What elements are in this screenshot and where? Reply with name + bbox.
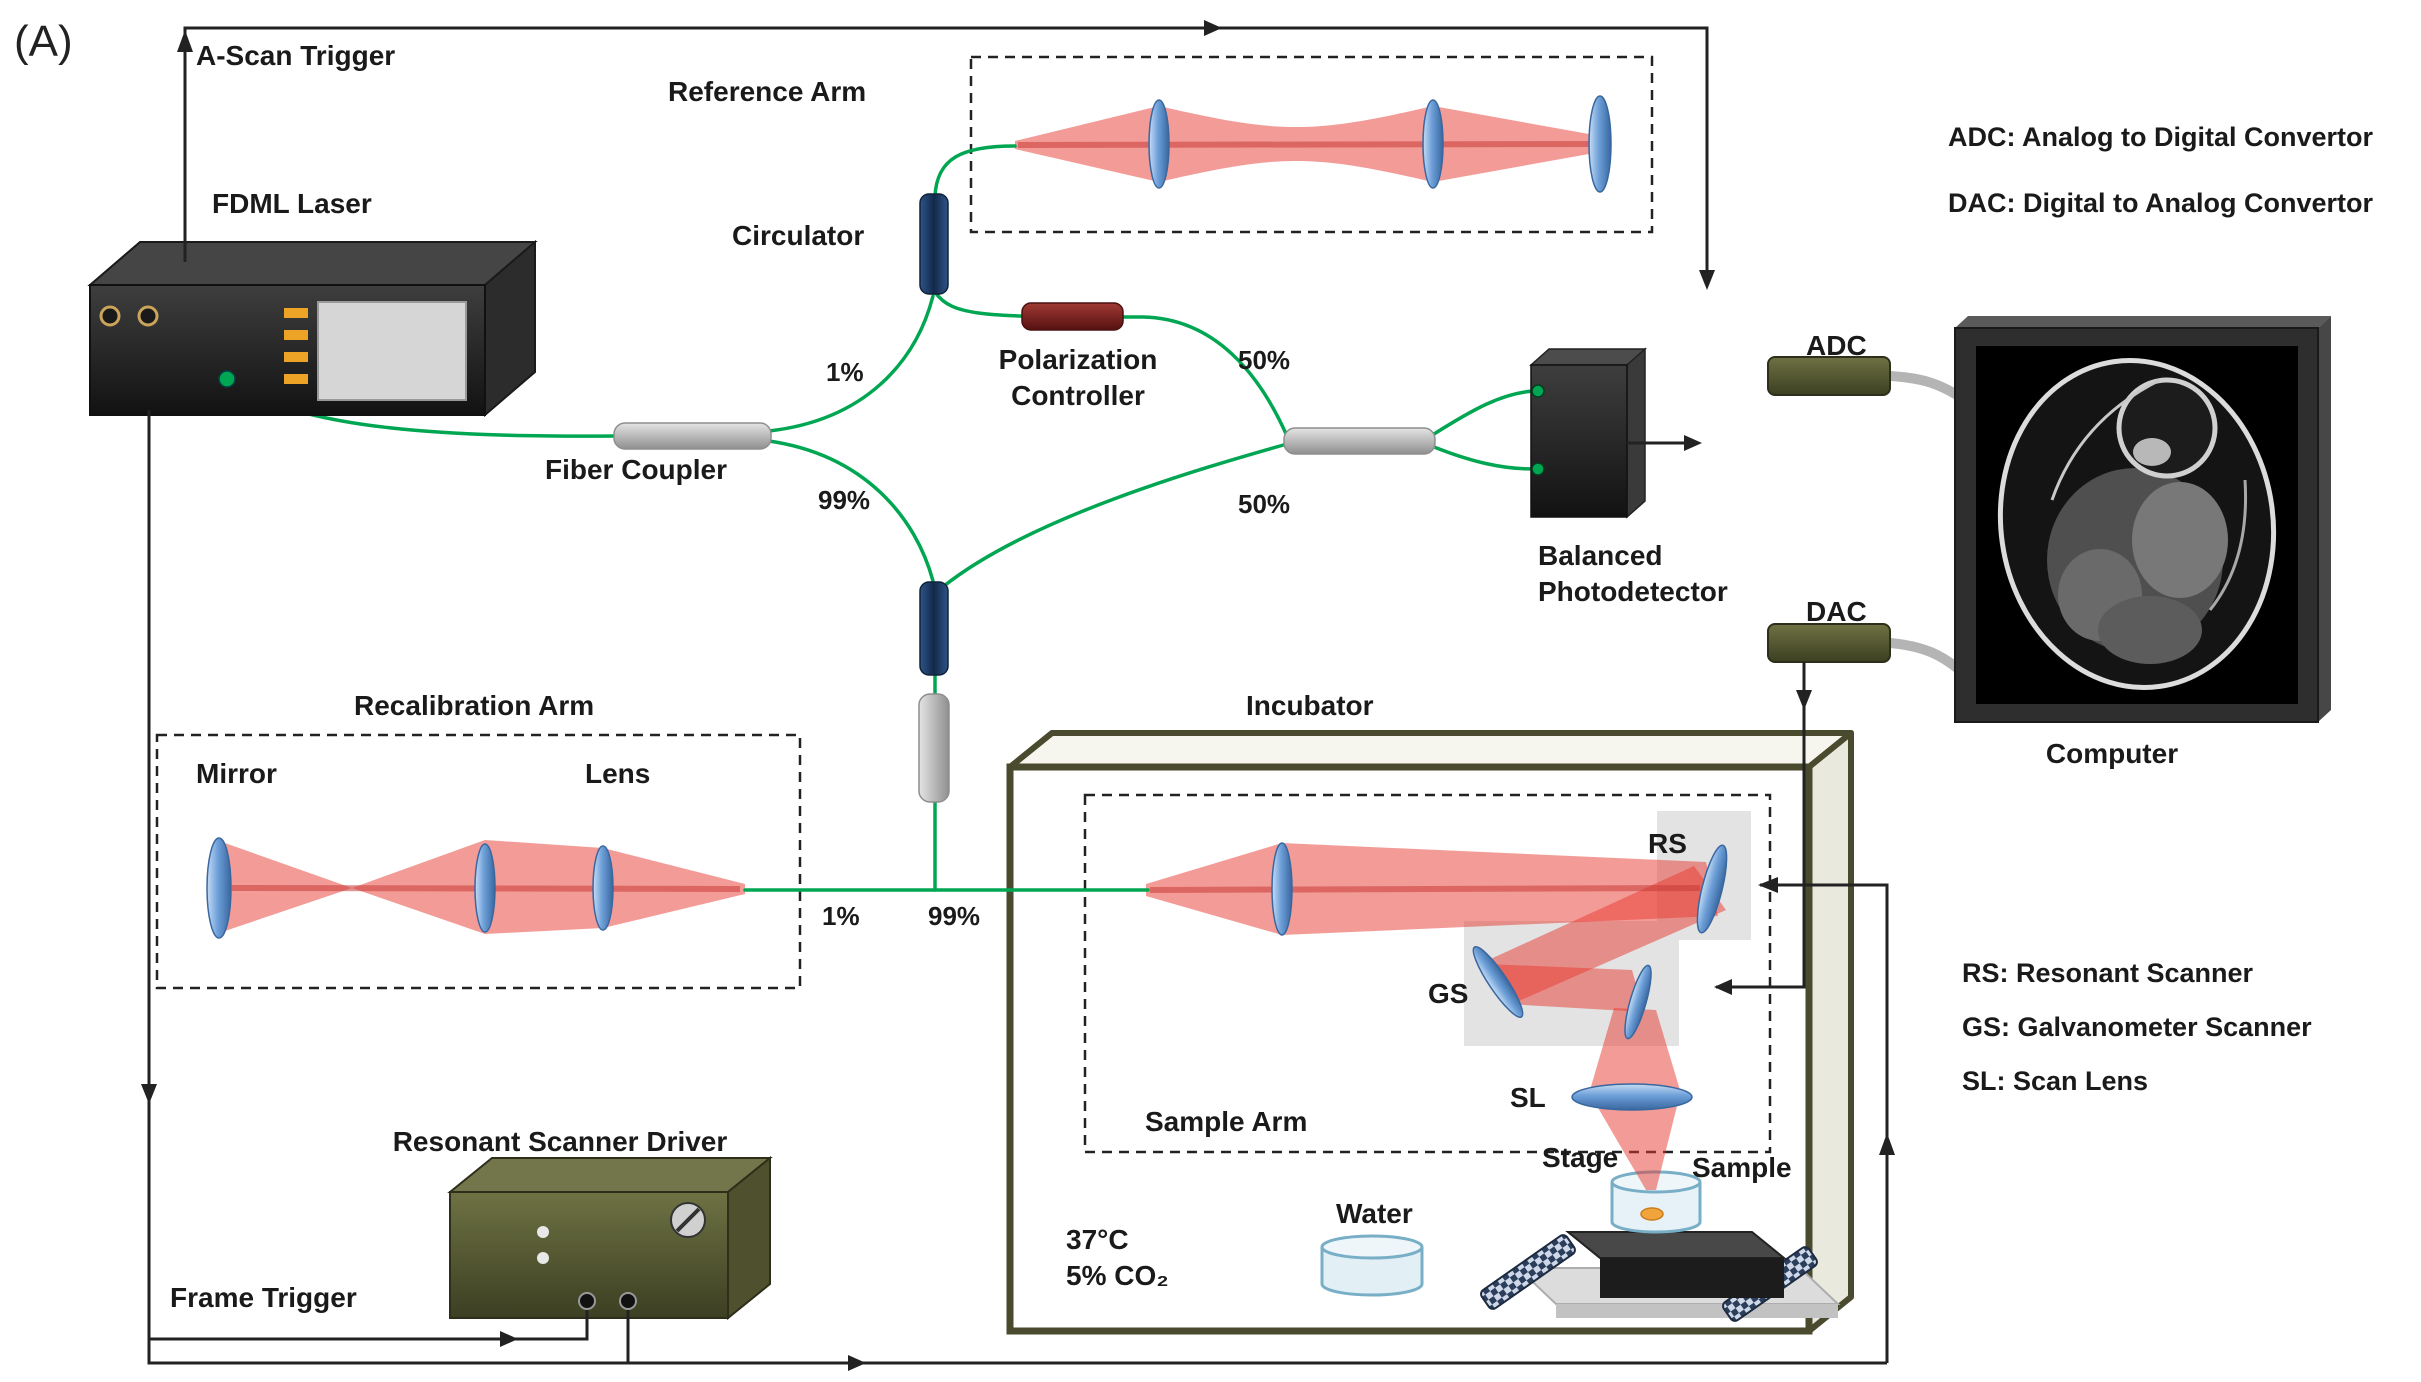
rs-definition: RS: Resonant Scanner (1962, 958, 2254, 988)
polarization-controller-label: Polarization Controller (998, 344, 1158, 411)
recal-coupler-component (918, 693, 950, 803)
optics (206, 95, 1728, 1111)
recal-1pct-label: 1% (822, 901, 860, 931)
resonant-scanner-driver-box (447, 1155, 773, 1321)
balanced-photodetector-label: Balanced Photodetector (1538, 540, 1728, 607)
computer-label: Computer (2045, 738, 2179, 769)
a-scan-trigger-label: A-Scan Trigger (196, 40, 396, 71)
sample-arm-label: Sample Arm (1145, 1106, 1308, 1137)
laser-knob-2 (137, 305, 159, 327)
recalibration-arm-box (155, 733, 802, 990)
frame-trigger-label: Frame Trigger (170, 1282, 357, 1313)
balanced-photodetector (1529, 347, 1647, 519)
stage-label: Stage (1542, 1142, 1619, 1173)
circulator-label: Circulator (732, 220, 865, 251)
fdml-laser-box (87, 239, 538, 418)
resonant-scanner-mirror (1696, 844, 1728, 934)
recal-lens-1 (474, 843, 496, 933)
coupler-50-50-component (1283, 427, 1436, 455)
micrometer-knob-left (1480, 1234, 1576, 1310)
circulator-component (919, 193, 949, 295)
laser-knob-1 (99, 305, 121, 327)
reference-arm-box (969, 55, 1654, 234)
circulator-2-component (919, 581, 949, 676)
rs-sync-line (1760, 883, 1889, 1363)
driver-port-2 (619, 1292, 637, 1310)
fold-mirror (1624, 964, 1652, 1040)
dac-control-line (1716, 662, 1806, 989)
gs-label: GS (1428, 978, 1469, 1009)
recal-mirror (206, 837, 232, 939)
sample-dish (1610, 1170, 1702, 1234)
lens-label: Lens (585, 758, 651, 789)
oct-embryo-image (1997, 357, 2277, 691)
laser-fiber-port (218, 370, 236, 388)
galvo-scanner-mirror (1472, 946, 1524, 1018)
sample-label: Sample (1692, 1152, 1792, 1183)
split-99pct-label: 99% (818, 485, 871, 515)
fdml-laser-label: FDML Laser (212, 188, 372, 219)
rs-label: RS (1648, 828, 1687, 859)
sl-definition: SL: Scan Lens (1962, 1066, 2149, 1096)
fiber-coupler-component (613, 422, 772, 450)
recal-lens-2 (592, 845, 614, 931)
dac-definition: DAC: Digital to Analog Convertor (1948, 188, 2373, 218)
split-50pct-bottom-label: 50% (1238, 489, 1291, 519)
sample-collimating-lens (1271, 842, 1293, 936)
water-dish (1320, 1234, 1424, 1297)
sl-label: SL (1510, 1082, 1546, 1113)
reference-mirror (1588, 95, 1612, 193)
computer-monitor (1954, 316, 2331, 723)
driver-led-1 (537, 1226, 549, 1238)
split-1pct-label: 1% (826, 357, 864, 387)
signal-lines (147, 26, 1889, 1365)
co2-label: 5% CO₂ (1066, 1260, 1169, 1291)
temperature-label: 37°C (1066, 1224, 1129, 1255)
reference-lens-2 (1422, 99, 1444, 189)
frame-trigger-line (147, 410, 1887, 1365)
recal-99pct-label: 99% (928, 901, 981, 931)
reference-lens-1 (1148, 99, 1170, 189)
adc-definition: ADC: Analog to Digital Convertor (1948, 122, 2373, 152)
adc-component (1767, 356, 1891, 396)
embryo-sample (1640, 1207, 1664, 1221)
polarization-controller-component (1021, 302, 1124, 331)
dac-component (1767, 623, 1891, 663)
driver-input-line (149, 1310, 589, 1341)
resonant-scanner-driver-label: Resonant Scanner Driver (392, 1126, 728, 1157)
fiber-coupler-label: Fiber Coupler (545, 454, 728, 485)
bp-input-port-top (1531, 384, 1545, 398)
sample-stage (1565, 1231, 1787, 1298)
driver-led-2 (537, 1252, 549, 1264)
driver-port-1 (578, 1292, 596, 1310)
reference-arm-label: Reference Arm (668, 76, 867, 107)
scan-lens (1571, 1083, 1693, 1111)
laser-display (317, 301, 467, 401)
adc-label: ADC (1806, 330, 1867, 361)
incubator-label: Incubator (1246, 690, 1374, 721)
recalibration-arm-label: Recalibration Arm (354, 690, 595, 721)
water-label: Water (1336, 1198, 1413, 1229)
arrowheads (141, 20, 1895, 1371)
split-50pct-top-label: 50% (1238, 345, 1291, 375)
gs-definition: GS: Galvanometer Scanner (1962, 1012, 2312, 1042)
a-scan-trigger-line (183, 26, 1709, 286)
dac-label: DAC (1806, 596, 1867, 627)
bp-input-port-bottom (1531, 462, 1545, 476)
mirror-label: Mirror (196, 758, 277, 789)
laser-indicator-leds (284, 308, 308, 384)
panel-label: (A) (14, 17, 73, 66)
adc-cable (1885, 371, 1962, 400)
sample-arm-box (1083, 793, 1772, 1154)
dac-cable (1885, 638, 1962, 673)
